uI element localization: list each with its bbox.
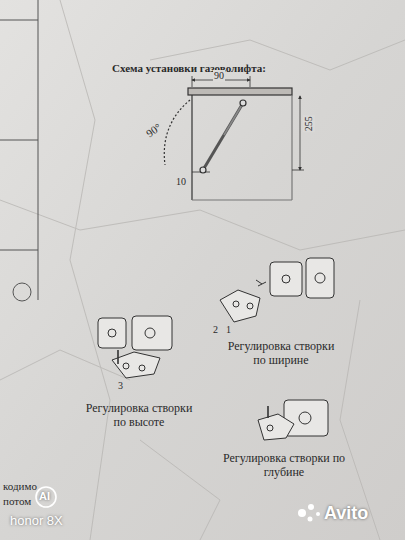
watermark: AI [39, 490, 50, 503]
dimension: 90 [213, 70, 225, 82]
diagram-title: Схема установки газоволифта: [112, 62, 266, 75]
callout-number: 3 [118, 380, 123, 392]
watermark: Avito [324, 503, 368, 524]
dimension: 255 [303, 115, 315, 132]
callout-number: 2 [213, 324, 218, 336]
dimension: 10 [176, 176, 186, 188]
caption-label: Регулировка створки по ширине [222, 340, 340, 368]
caption-label: Регулировка створки по высоте [80, 402, 198, 430]
caption-label: Регулировка створки по глубине [222, 452, 346, 480]
page-fragment: потом [3, 495, 31, 508]
page-fragment: кодимо [3, 480, 37, 493]
callout-number: 1 [226, 324, 231, 336]
watermark: honor 8X [10, 514, 63, 529]
